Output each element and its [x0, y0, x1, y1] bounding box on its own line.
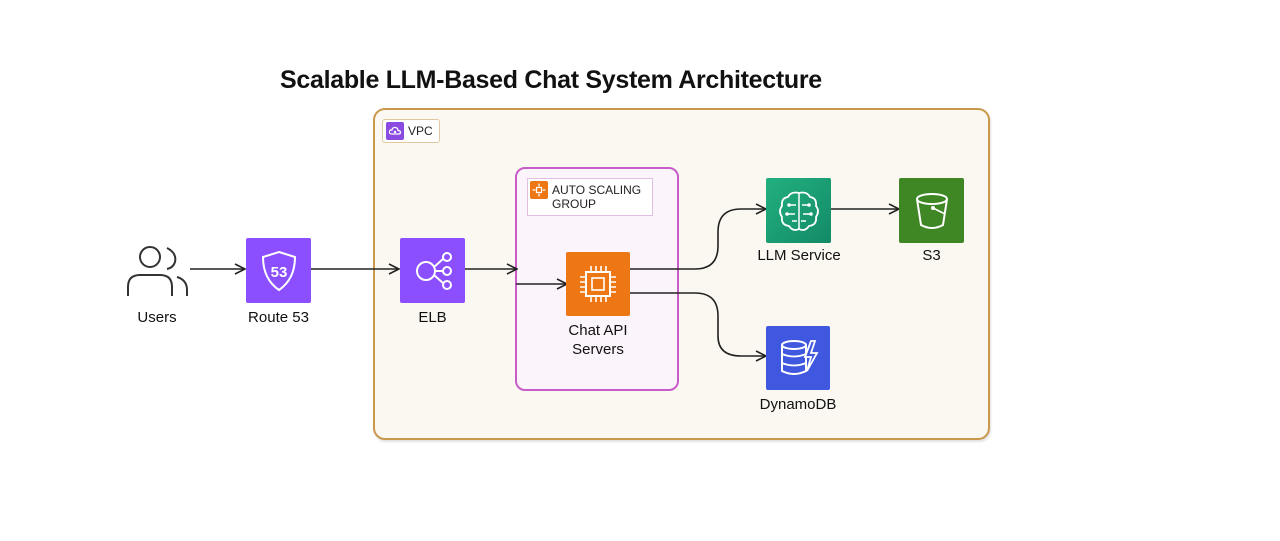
diagram-title: Scalable LLM-Based Chat System Architect…	[280, 66, 822, 94]
route53-label: Route 53	[248, 309, 309, 326]
s3-node	[899, 178, 964, 243]
chat-api-label-line1: Chat API	[568, 322, 628, 339]
edge-chatapi-dynamodb	[630, 292, 765, 356]
asg-label-line1: AUTO SCALING	[552, 183, 642, 197]
vpc-label: VPC	[408, 124, 433, 138]
vpc-cloud-icon	[386, 122, 404, 140]
dynamodb-label: DynamoDB	[759, 396, 837, 413]
route53-icon: 53	[261, 250, 296, 291]
auto-scaling-icon	[530, 181, 548, 199]
auto-scaling-group-tag: AUTO SCALING GROUP	[527, 178, 653, 216]
users-node	[125, 242, 189, 300]
dynamodb-icon	[781, 340, 819, 375]
s3-label: S3	[922, 247, 941, 264]
chat-api-label-line2: Servers	[572, 341, 624, 358]
edge-chatapi-llm	[630, 209, 765, 270]
users-label: Users	[137, 309, 177, 326]
route53-node: 53	[246, 238, 311, 303]
chat-api-label: Chat API Servers	[548, 321, 648, 359]
bucket-icon	[915, 192, 948, 229]
elb-label: ELB	[418, 309, 447, 326]
elb-node	[400, 238, 465, 303]
vpc-container	[373, 108, 990, 440]
asg-label-line2: GROUP	[552, 197, 597, 211]
vpc-tag: VPC	[382, 119, 440, 143]
dynamodb-node	[766, 326, 830, 390]
elb-icon	[415, 251, 452, 290]
brain-icon	[778, 191, 819, 231]
chat-api-node	[566, 252, 630, 316]
llm-service-node	[766, 178, 831, 243]
svg-text:53: 53	[270, 264, 287, 281]
users-icon	[127, 246, 188, 296]
llm-service-label: LLM Service	[757, 247, 841, 264]
ec2-chip-icon	[580, 266, 616, 302]
